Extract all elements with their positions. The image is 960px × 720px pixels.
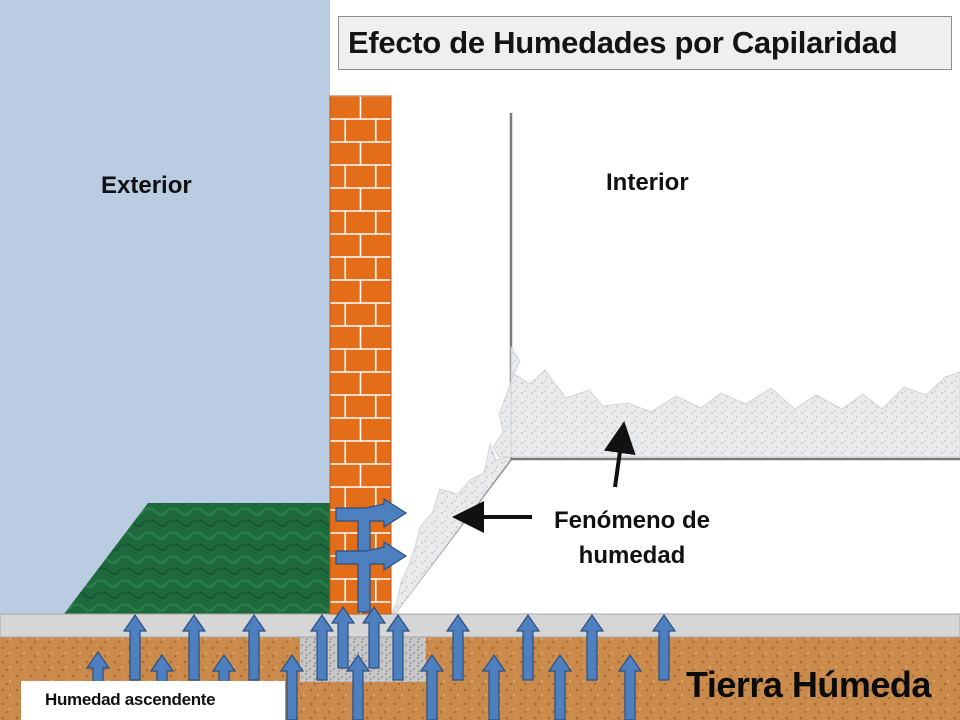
- rising-damp-arrow: [241, 613, 267, 681]
- damp-patch-back-wall: [510, 369, 960, 458]
- rising-damp-arrow: [579, 613, 605, 681]
- label-humidity-phenomenon: Fenómeno de humedad: [553, 507, 710, 569]
- label-interior: Interior: [606, 169, 689, 196]
- label-exterior: Exterior: [101, 172, 192, 199]
- damp-patch-side-wall: [391, 442, 511, 615]
- label-rising-damp: Humedad ascendente: [45, 690, 216, 709]
- rising-damp-caption-box: Humedad ascendente: [21, 681, 285, 720]
- rising-damp-arrow: [122, 613, 148, 681]
- rising-damp-arrow: [385, 613, 411, 681]
- bent-arrow-upper: [335, 497, 408, 568]
- rising-damp-arrow: [419, 653, 445, 720]
- ground-slab: [0, 613, 960, 638]
- brick-wall-outline: [329, 95, 392, 615]
- bent-arrow-lower: [335, 540, 408, 613]
- exterior-lawn: [64, 503, 330, 614]
- rising-damp-arrow: [181, 613, 207, 681]
- diagram-title: Efecto de Humedades por Capilaridad: [348, 25, 898, 60]
- label-damp-ground: Tierra Húmeda: [686, 664, 931, 705]
- damp-patch-left-wall: [492, 345, 521, 458]
- rising-damp-arrow: [651, 613, 677, 681]
- brick-wall: [329, 95, 392, 615]
- rising-damp-arrow: [617, 653, 643, 720]
- title-box: Efecto de Humedades por Capilaridad: [338, 16, 952, 70]
- rising-damp-arrow: [547, 653, 573, 720]
- rising-damp-arrow: [481, 653, 507, 720]
- rising-damp-arrow: [445, 613, 471, 681]
- rising-damp-arrow: [279, 653, 305, 720]
- rising-damp-arrow: [309, 613, 335, 681]
- rising-damp-arrow: [515, 613, 541, 681]
- capillary-bent-arrows: [335, 497, 408, 613]
- pointer-arrow-up: [603, 421, 636, 488]
- rising-damp-arrow: [330, 605, 356, 669]
- rising-damp-arrow: [361, 605, 387, 669]
- rising-damp-arrow: [345, 653, 371, 720]
